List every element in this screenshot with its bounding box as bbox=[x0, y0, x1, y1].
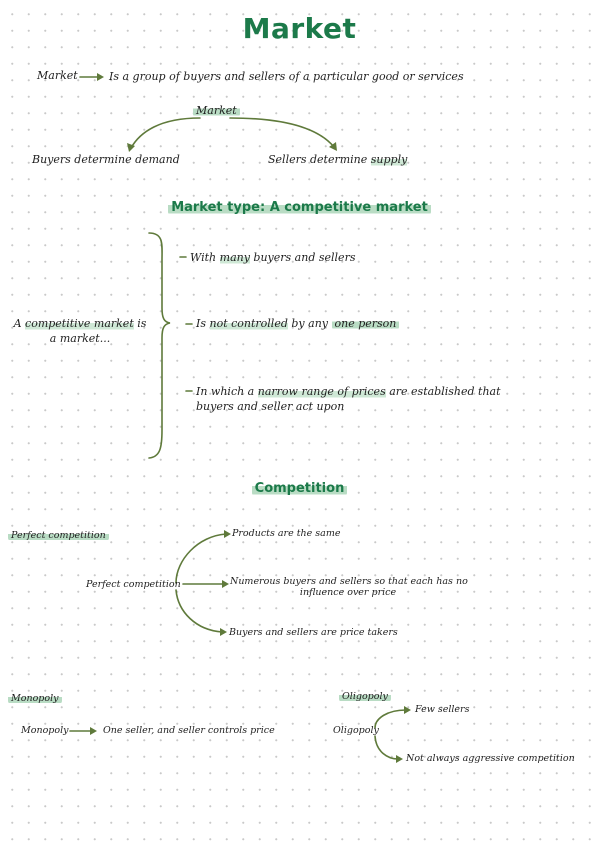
oligopoly-point-aggressive: Not always aggressive competition bbox=[406, 753, 575, 764]
competitive-point-narrow-range: In which a narrow range of prices are es… bbox=[196, 385, 501, 414]
aggressive-competition-arrow-icon bbox=[374, 735, 403, 763]
definition-arrow-icon bbox=[79, 73, 104, 81]
competitive-point-not-controlled: Is not controlled by any one person bbox=[196, 317, 400, 330]
oligopoly-center: Oligopoly bbox=[333, 725, 379, 736]
competitive-market-heading: Market type: A competitive market bbox=[0, 200, 599, 215]
oligopoly-label: Oligopoly bbox=[339, 691, 391, 702]
supply-arrow-icon bbox=[229, 117, 337, 151]
few-sellers-arrow-icon bbox=[374, 706, 411, 729]
competitive-market-subject: A competitive market is a market... bbox=[13, 317, 147, 346]
perfect-point-products: Products are the same bbox=[232, 528, 341, 539]
numerous-buyers-arrow-icon bbox=[182, 580, 229, 588]
definition-term: Market bbox=[37, 69, 78, 82]
perfect-point-price-takers: Buyers and sellers are price takers bbox=[229, 627, 398, 638]
page-title: Market bbox=[242, 12, 357, 45]
monopoly-point: One seller, and seller controls price bbox=[103, 725, 275, 736]
perfect-competition-label: Perfect competition bbox=[8, 530, 109, 541]
price-takers-arrow-icon bbox=[175, 589, 227, 636]
perfect-point-numerous: Numerous buyers and sellers so that each… bbox=[230, 576, 468, 598]
sellers-determine-supply: Sellers determine supply bbox=[268, 153, 408, 166]
market-split-center: Market bbox=[193, 104, 240, 117]
products-same-arrow-icon bbox=[175, 530, 231, 584]
definition-text: Is a group of buyers and sellers of a pa… bbox=[109, 70, 464, 83]
perfect-competition-center: Perfect competition bbox=[86, 579, 181, 590]
demand-arrow-icon bbox=[127, 117, 201, 152]
curly-brace-icon bbox=[148, 232, 171, 459]
competition-heading: Competition bbox=[0, 481, 599, 496]
monopoly-center: Monopoly bbox=[21, 725, 69, 736]
monopoly-arrow-icon bbox=[69, 727, 97, 735]
buyers-determine-demand: Buyers determine demand bbox=[32, 153, 180, 166]
monopoly-label: Monopoly bbox=[8, 693, 62, 704]
competitive-point-many: With many buyers and sellers bbox=[190, 251, 356, 264]
oligopoly-point-few-sellers: Few sellers bbox=[415, 704, 470, 715]
